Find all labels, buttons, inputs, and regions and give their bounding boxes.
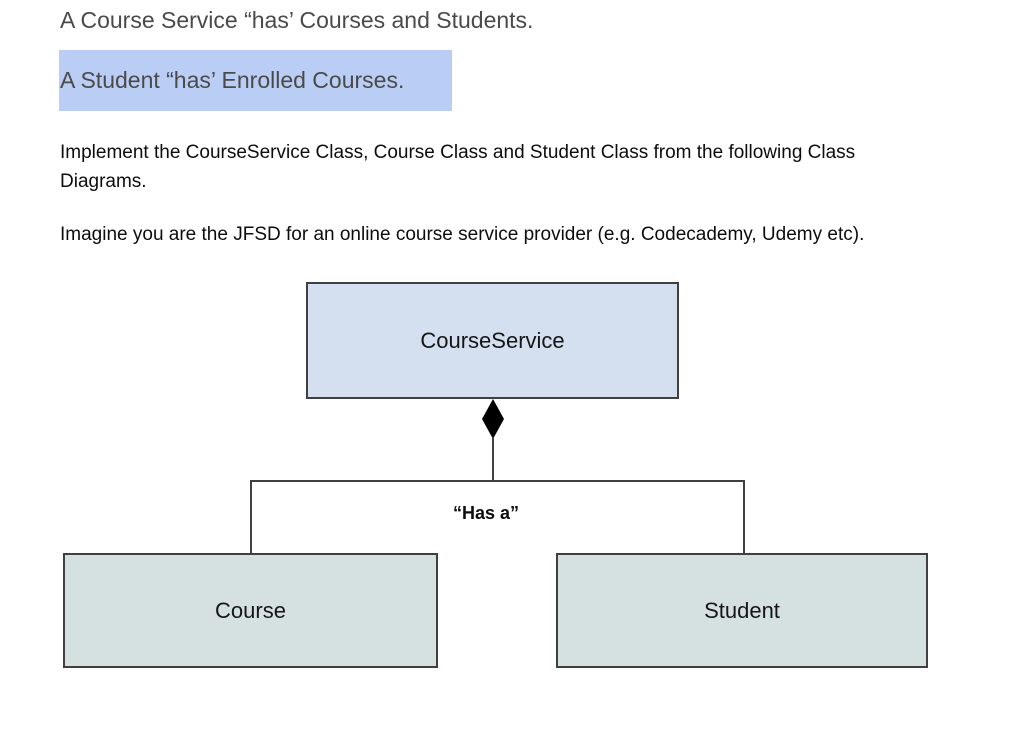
heading-course-service: A Course Service “has’ Courses and Stude… [60,7,534,33]
connector-left-drop-line [250,480,252,554]
paragraph-imagine: Imagine you are the JFSD for an online c… [60,224,865,245]
connector-stem-line [492,437,494,482]
courseservice-class-box: CourseService [306,282,679,399]
relationship-label: “Has a” [452,503,520,523]
connector-right-drop-line [743,480,745,554]
courseservice-class-label: CourseService [420,327,565,353]
student-class-label: Student [704,597,780,623]
highlighted-heading-text: A Student “has’ Enrolled Courses. [60,67,405,93]
course-class-label: Course [215,597,286,623]
highlighted-heading: A Student “has’ Enrolled Courses. [59,50,452,111]
student-class-box: Student [556,553,928,668]
connector-horizontal-line [250,480,745,482]
paragraph-implement: Implement the CourseService Class, Cours… [60,142,856,192]
course-class-box: Course [63,553,438,668]
composition-diamond-icon [482,399,504,439]
